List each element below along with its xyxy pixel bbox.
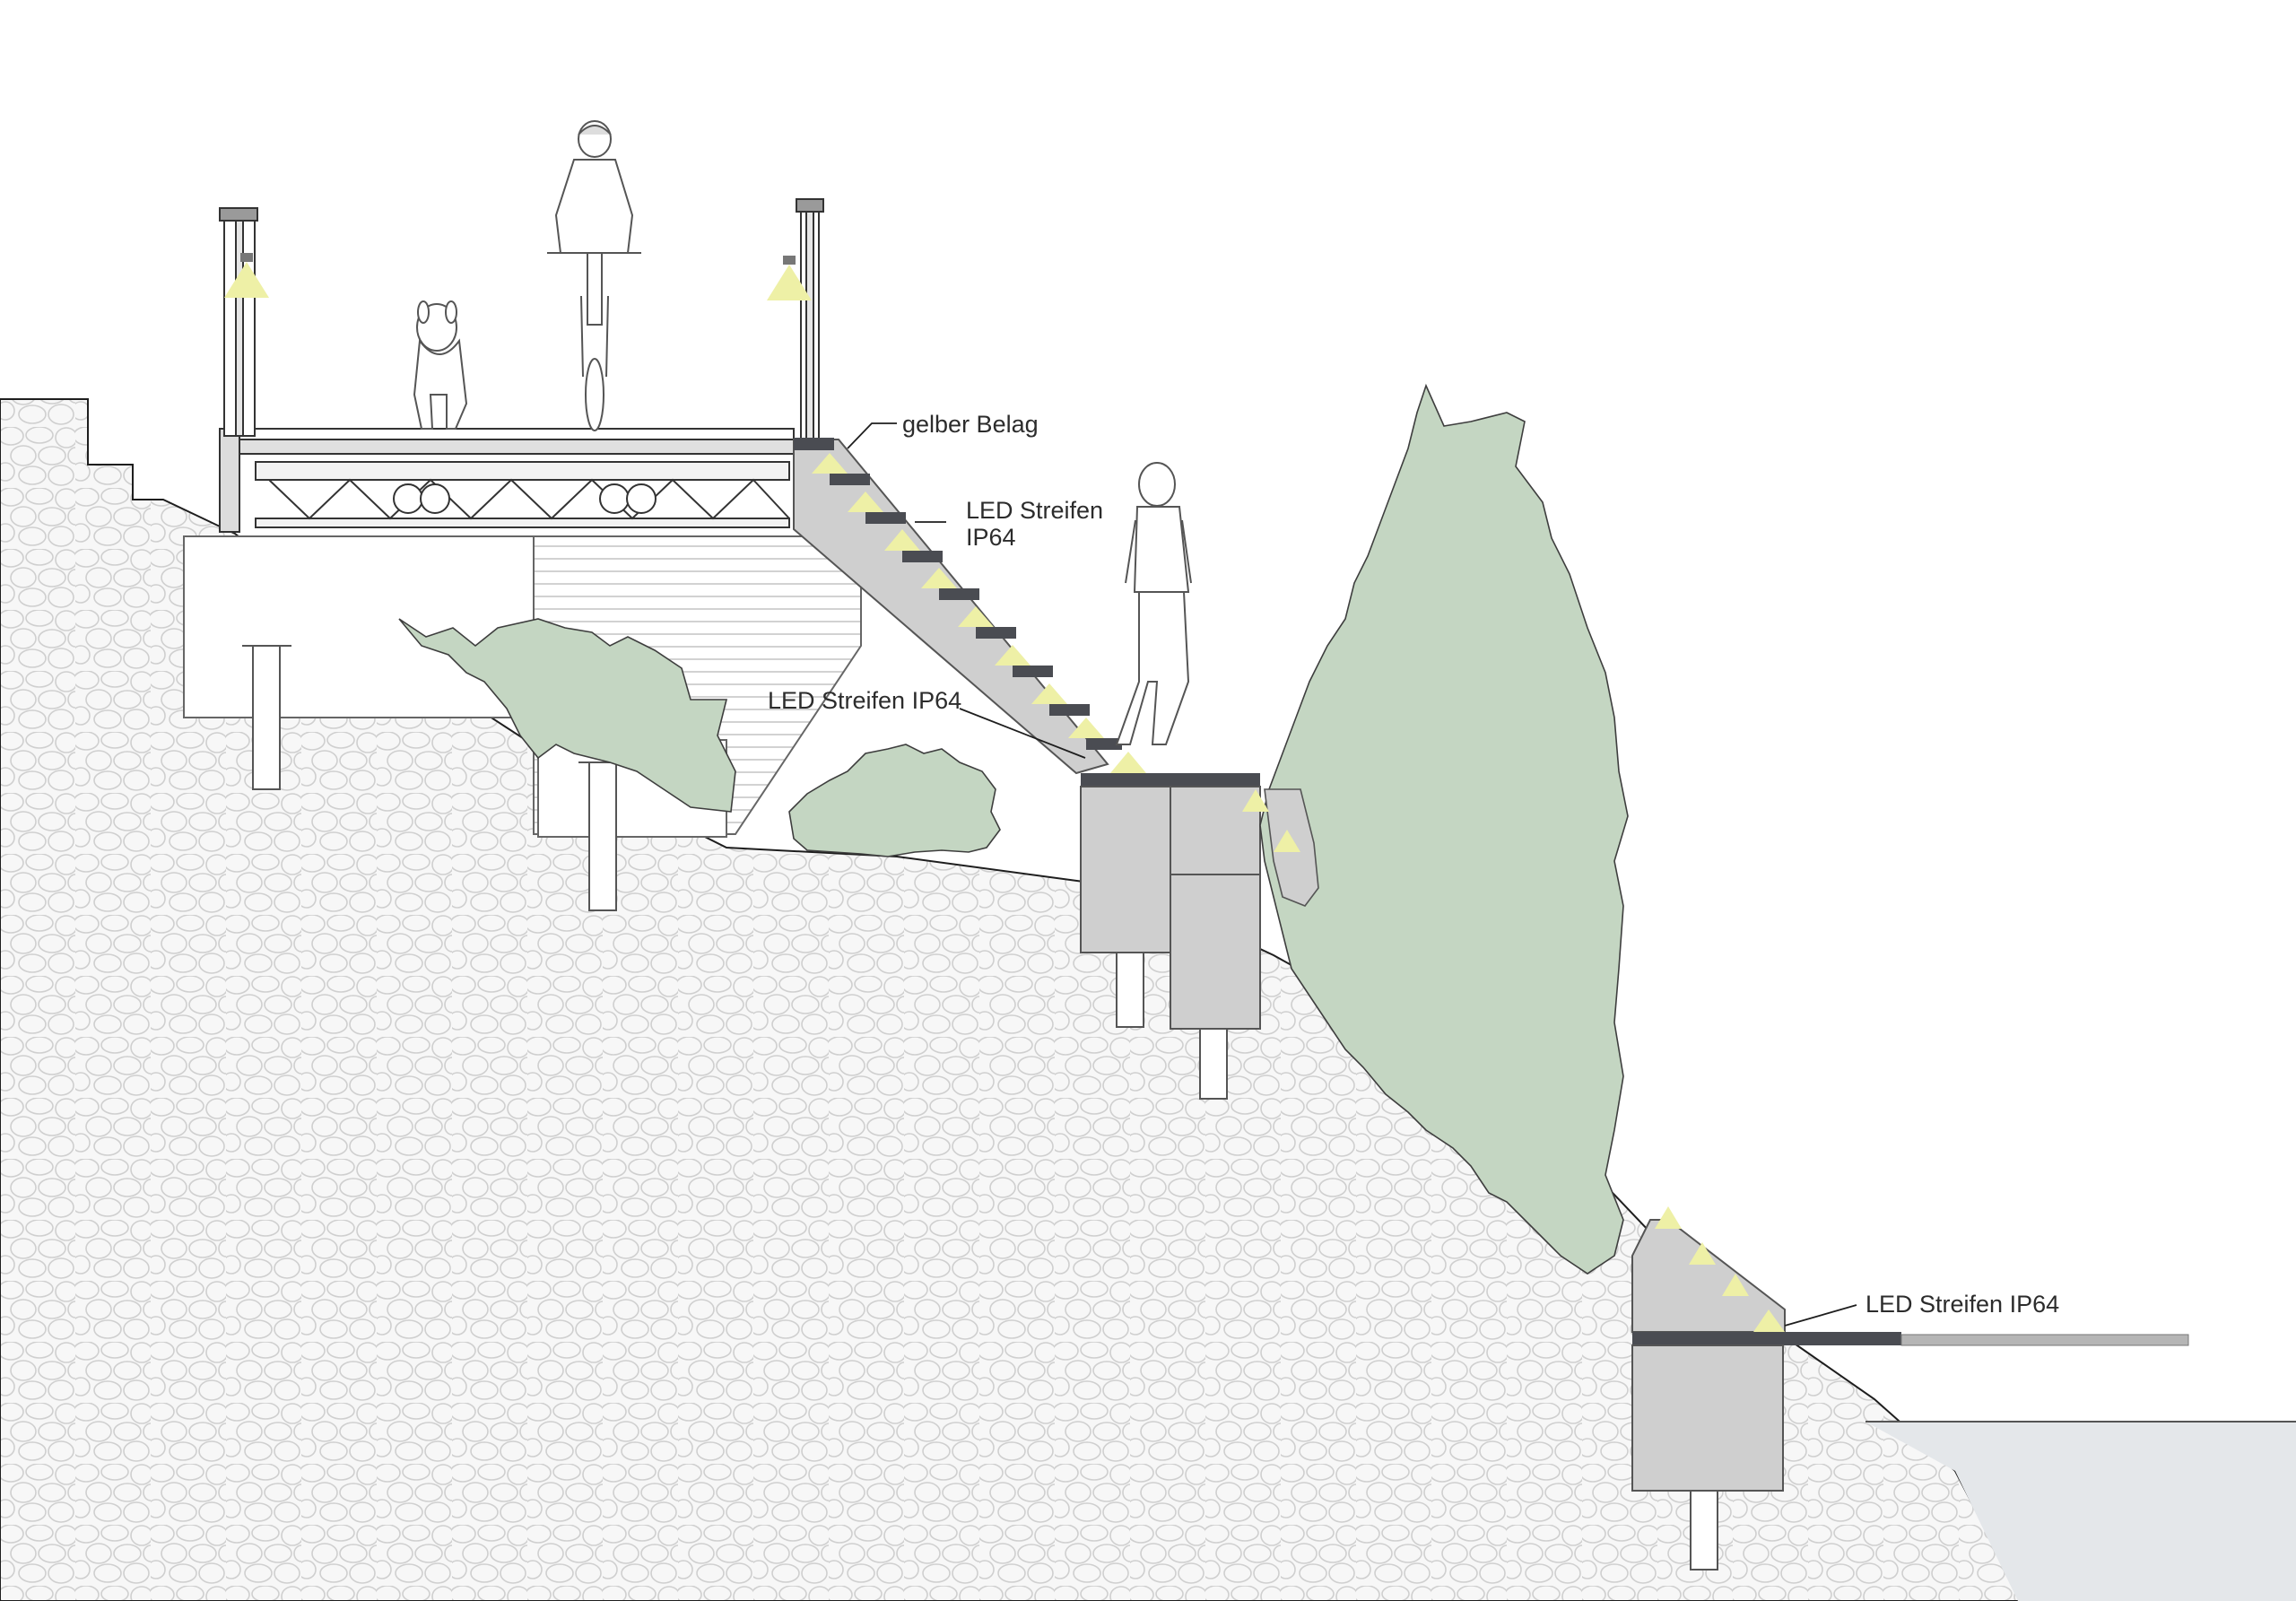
pier-walkway [1900, 1334, 2189, 1346]
shrub [788, 744, 1001, 857]
bridge-structure [219, 428, 795, 533]
landing-slab [1081, 773, 1260, 787]
water [1866, 1422, 2296, 1601]
lower-platform [1632, 1332, 1901, 1345]
led-light-cone [812, 453, 1146, 773]
landing-foundation-2 [1170, 786, 1261, 1030]
leader-lines [847, 422, 1857, 1327]
label-led-stairs-line2: IP64 [966, 524, 1016, 551]
shrub [398, 618, 736, 813]
label-led-landing: LED Streifen IP64 [768, 687, 961, 714]
lower-foundation [1631, 1344, 1784, 1492]
cyclist-figure [547, 120, 641, 431]
pedestrian-figure [1115, 462, 1192, 745]
bridge-surface-end [794, 438, 834, 450]
led-light-cone [1242, 789, 1785, 1332]
tree [1259, 383, 1629, 1275]
lamp-post [219, 198, 824, 444]
lower-stair [1631, 1219, 1786, 1333]
label-led-stairs-line1: LED Streifen [966, 497, 1103, 524]
bridge-abutment [183, 535, 535, 718]
label-led-bottom: LED Streifen IP64 [1866, 1291, 2059, 1318]
landing-foundation [1080, 786, 1171, 953]
dog-figure [413, 300, 468, 430]
stair-treads [830, 474, 1122, 750]
label-yellow-surface: gelber Belag [902, 411, 1039, 438]
led-light-cone [224, 253, 812, 300]
